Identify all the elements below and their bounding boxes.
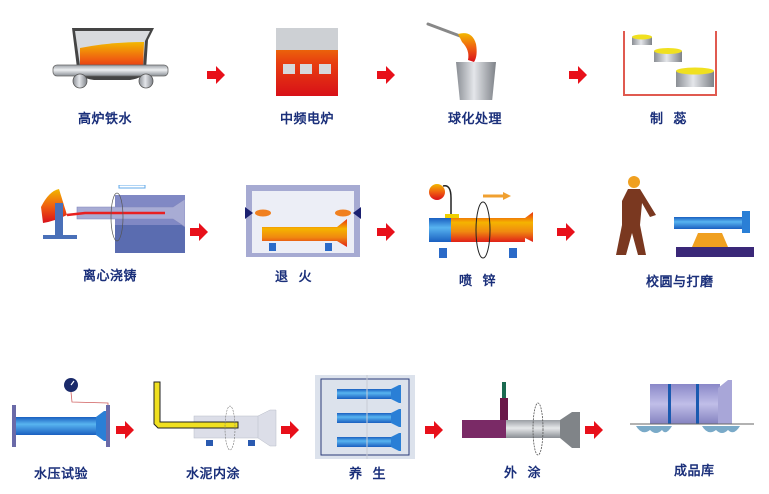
hydrostatic-test-icon [12, 378, 110, 447]
step-label: 高炉铁水 [78, 112, 133, 127]
step-induction-furnace: 中频电炉 [260, 20, 360, 130]
step-label: 中频电炉 [280, 112, 335, 127]
red-right-arrow-icon [556, 222, 576, 242]
step-label: 水泥内涂 [186, 467, 241, 482]
cement-lining-icon [153, 381, 277, 451]
step-nodularizing: 球化处理 [420, 10, 530, 130]
step-core-making: 制 蕊 [620, 25, 720, 130]
step-zinc-spraying: 喷 锌 [425, 180, 555, 290]
step-cement-lining: 水泥内涂 [150, 380, 280, 485]
step-label: 喷 锌 [459, 274, 497, 289]
red-right-arrow-icon [115, 420, 135, 440]
nodularizing-ladle-icon [426, 22, 496, 100]
step-label: 制 蕊 [650, 112, 688, 127]
centrifugal-casting-icon [41, 185, 185, 253]
red-right-arrow-icon [189, 222, 209, 242]
step-curing: 养 生 [315, 375, 415, 485]
step-label: 球化处理 [448, 112, 503, 127]
red-right-arrow-icon [584, 420, 604, 440]
step-label: 校圆与打磨 [646, 275, 714, 290]
red-right-arrow-icon [280, 420, 300, 440]
red-right-arrow-icon [376, 65, 396, 85]
step-annealing: 退 火 [245, 183, 365, 288]
red-right-arrow-icon [568, 65, 588, 85]
step-finished-storage: 成品库 [622, 378, 767, 486]
step-label: 水压试验 [34, 467, 89, 482]
red-right-arrow-icon [424, 420, 444, 440]
step-label: 成品库 [674, 464, 715, 479]
annealing-furnace-icon [245, 185, 361, 257]
zinc-spraying-icon [429, 184, 533, 259]
core-making-icon [623, 31, 717, 96]
step-external-coating: 外 涂 [460, 378, 585, 486]
red-right-arrow-icon [206, 65, 226, 85]
finished-goods-storage-icon [630, 380, 754, 433]
induction-furnace-icon [276, 28, 338, 96]
step-label: 养 生 [349, 467, 387, 482]
curing-rack-icon [315, 375, 415, 459]
external-coating-icon [462, 382, 580, 456]
step-hot-metal: 高炉铁水 [50, 20, 170, 130]
step-rounding-grinding: 校圆与打磨 [610, 175, 760, 295]
hot-metal-ladle-car-icon [52, 28, 169, 89]
red-right-arrow-icon [376, 222, 396, 242]
step-label: 离心浇铸 [83, 269, 138, 284]
rounding-grinding-worker-icon [616, 176, 754, 257]
step-centrifugal-casting: 离心浇铸 [35, 185, 185, 285]
step-label: 外 涂 [504, 466, 542, 481]
step-hydrostatic-test: 水压试验 [10, 375, 120, 485]
step-label: 退 火 [275, 270, 313, 285]
